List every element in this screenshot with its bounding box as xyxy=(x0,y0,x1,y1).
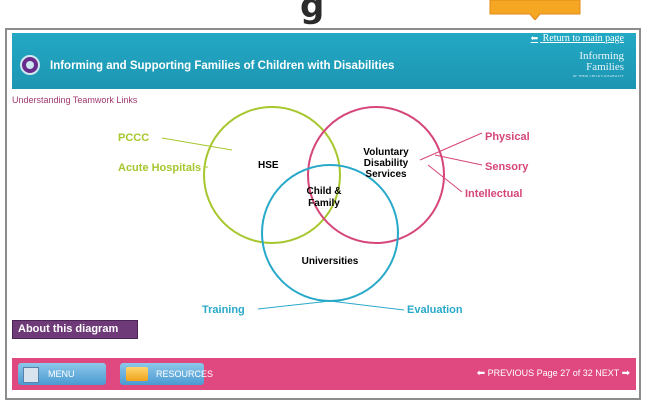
menu-label: MENU xyxy=(48,369,75,379)
label-physical: Physical xyxy=(485,131,530,143)
training-connector xyxy=(257,300,331,310)
page-counter: Page 27 of 32 xyxy=(536,368,593,378)
resources-label: RESOURCES xyxy=(156,369,214,379)
orange-tab-icon xyxy=(489,0,581,20)
previous-link[interactable]: PREVIOUS xyxy=(487,368,535,378)
circle-hse-label: HSE xyxy=(258,160,279,171)
next-link[interactable]: NEXT xyxy=(595,368,620,378)
venn-diagram: PCCC Acute Hospitals Physical Sensory In… xyxy=(118,106,530,316)
label-evaluation: Evaluation xyxy=(407,304,463,316)
logo-icon xyxy=(20,55,40,75)
arrow-left-icon[interactable]: ⬅ xyxy=(476,368,486,379)
physical-connector xyxy=(419,132,483,161)
return-to-main-link[interactable]: ⬅ Return to main page xyxy=(531,33,624,47)
folder-icon xyxy=(126,367,148,381)
label-intellectual: Intellectual xyxy=(465,188,522,200)
return-link-label: Return to main page xyxy=(542,33,624,44)
hse-circle xyxy=(203,106,341,244)
brand-line-3: OF THEIR CHILD'S DISABILITY xyxy=(572,74,624,78)
about-diagram-button[interactable]: About this diagram xyxy=(12,320,138,339)
section-title: Understanding Teamwork Links xyxy=(12,95,138,105)
brand-line-2: Families xyxy=(586,61,624,73)
brand-line-1: Informing xyxy=(579,50,624,62)
brand-logo: Informing Families OF THEIR CHILD'S DISA… xyxy=(573,51,624,78)
label-pccc: PCCC xyxy=(118,132,149,144)
resources-button[interactable]: RESOURCES xyxy=(120,363,213,385)
menu-icon xyxy=(23,367,39,383)
circle-center-line1: Child & xyxy=(307,186,342,197)
pccc-connector xyxy=(161,137,233,151)
intellectual-connector xyxy=(427,164,463,193)
label-acute-hospitals: Acute Hospitals xyxy=(118,162,201,174)
menu-button[interactable]: MENU xyxy=(18,363,106,385)
circle-voluntary-line1: Voluntary xyxy=(363,147,409,158)
label-training: Training xyxy=(202,304,245,316)
page-navigation: ⬅ PREVIOUS Page 27 of 32 NEXT ➡ xyxy=(477,368,630,379)
sensory-connector xyxy=(434,154,483,166)
label-sensory: Sensory xyxy=(485,161,529,173)
circle-voluntary-line3: Services xyxy=(365,169,407,180)
circle-voluntary-line2: Disability xyxy=(364,158,409,169)
evaluation-connector xyxy=(329,300,405,311)
header-bar: ⬅ Return to main page Informing and Supp… xyxy=(12,33,636,89)
circle-center-line2: Family xyxy=(308,198,340,209)
page-title: Informing and Supporting Families of Chi… xyxy=(50,60,395,72)
arrow-left-icon: ⬅ xyxy=(530,33,539,43)
circle-universities-label: Universities xyxy=(302,256,359,267)
top-partial-title: g xyxy=(300,0,326,26)
voluntary-circle xyxy=(307,106,445,244)
arrow-right-icon[interactable]: ➡ xyxy=(621,368,630,379)
footer-bar: MENU RESOURCES ⬅ PREVIOUS Page 27 of 32 … xyxy=(12,358,636,390)
